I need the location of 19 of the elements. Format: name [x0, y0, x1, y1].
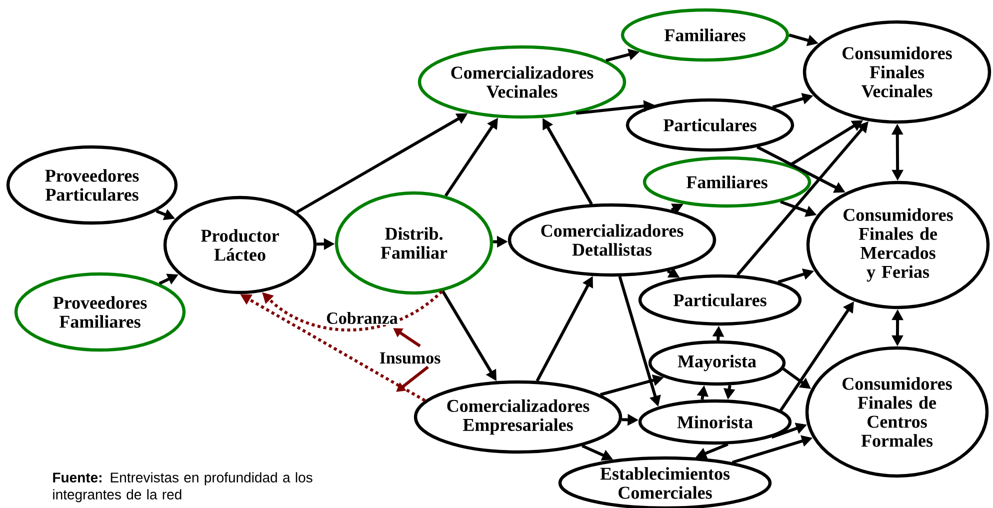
ellipse-node: Consumidores Finales de Mercados y Ferias: [806, 180, 990, 310]
ellipse-node: Minorista: [638, 399, 792, 445]
ellipse-node: Comercializadores Detallistas: [508, 203, 716, 277]
ellipse-node: Proveedores Particulares: [6, 145, 178, 225]
ellipse-node: Familiares: [620, 8, 790, 62]
edge-label: Insumos: [378, 351, 442, 365]
ellipse-node: Comercializadores Vecinales: [418, 45, 626, 119]
ellipse-node: Consumidores Finales de Centros Formales: [805, 346, 989, 478]
ellipse-node: Mayorista: [648, 340, 786, 386]
ellipse-node: Consumidores Finales Vecinales: [802, 20, 992, 124]
ellipse-node: Familiares: [642, 156, 812, 208]
edge-label: Cobranza: [325, 311, 399, 325]
ellipse-node: Proveedores Familiares: [14, 272, 186, 352]
ellipse-node: Particulares: [638, 274, 802, 326]
caption: Fuente: Entrevistas en profundidad a los integrantes de la red: [53, 472, 312, 502]
ellipse-node: Comercializadores Empresariales: [414, 380, 622, 454]
ellipse-node: Distrib. Familiar: [334, 191, 494, 295]
ellipse-node: Productor Lácteo: [163, 196, 317, 294]
ellipse-node: Particulares: [626, 98, 794, 152]
